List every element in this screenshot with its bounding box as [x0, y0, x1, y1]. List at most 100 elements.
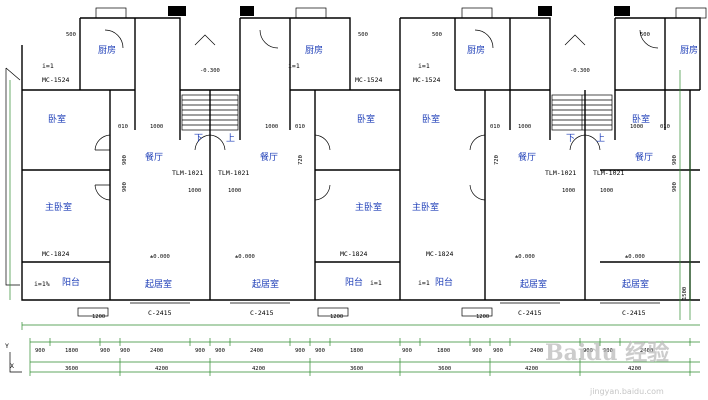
door-tag: TLM-1021: [593, 169, 624, 177]
elevation-tag: -0.300: [200, 68, 220, 74]
room-label-balcony: 阳台: [62, 276, 80, 288]
dimension-text: 1800: [65, 348, 78, 354]
dimension-text: 900: [120, 348, 130, 354]
watermark-brand: Baidu 经验: [545, 340, 669, 366]
stair-up-label: 上: [226, 133, 235, 144]
balcony-rail: [461, 307, 493, 317]
dimension-text: 900: [315, 348, 325, 354]
door-swing: [474, 29, 494, 49]
dimension-text: 2400: [150, 348, 163, 354]
dimension-text: 900: [100, 348, 110, 354]
dimension-text: 900: [295, 348, 305, 354]
room-label-master-bedroom: 主卧室: [355, 201, 382, 213]
dimension-text: 500: [358, 32, 368, 38]
room-label-master-bedroom: 主卧室: [45, 201, 72, 213]
slope-tag: i=1: [418, 279, 430, 287]
stair-down-label: 下: [566, 134, 575, 144]
chimney: [675, 7, 707, 19]
dimension-text: 900: [122, 182, 128, 192]
dimension-text: 010: [118, 124, 128, 130]
wall: [134, 60, 291, 140]
dimension-text: 4200: [628, 366, 641, 372]
room-label-living: 起居室: [622, 278, 649, 290]
balcony-rail: [317, 307, 349, 317]
slope-tag: i=1: [370, 279, 382, 287]
dimension-text: 2400: [250, 348, 263, 354]
dimension-text: 010: [295, 124, 305, 130]
slope-tag: i=1: [418, 62, 430, 70]
room-label-dining: 餐厅: [635, 151, 653, 163]
dimension-text: 900: [472, 348, 482, 354]
door-tag: TLM-1021: [545, 169, 576, 177]
dimension-text: 900: [122, 155, 128, 165]
wall: [399, 17, 551, 90]
dimension-text: 010: [490, 124, 500, 130]
dimension-text: 900: [583, 348, 593, 354]
dimension-text: 900: [215, 348, 225, 354]
dimension-text: 3600: [438, 366, 451, 372]
chimney-filled: [614, 6, 630, 16]
wall: [614, 17, 701, 90]
window-tag: MC-1524: [355, 76, 382, 84]
dimension-text: 1800: [437, 348, 450, 354]
dimension-text: 900: [493, 348, 503, 354]
window-tag: C-2415: [148, 309, 172, 317]
room-label-kitchen: 厨房: [305, 44, 323, 56]
dimension-text: 1200: [476, 314, 489, 320]
door-tag: TLM-1021: [218, 169, 249, 177]
slope-tag: i=1: [42, 62, 54, 70]
door-tag: TLM-1021: [172, 169, 203, 177]
door-swing: [259, 29, 279, 49]
dimension-text: 1000: [265, 124, 278, 130]
axis-arrow: [9, 352, 22, 373]
window-tag: C-2415: [518, 309, 542, 317]
slope-tag: i=1: [288, 62, 300, 70]
dimension-text: 010: [660, 124, 670, 130]
window-tag: MC-1824: [42, 250, 69, 258]
dimension-text: 1500: [682, 287, 688, 300]
dimension-text: 900: [603, 348, 613, 354]
chimney-filled: [240, 6, 254, 16]
room-label-dining: 餐厅: [260, 151, 278, 163]
window-tag: MC-1824: [426, 250, 453, 258]
room-label-bedroom: 卧室: [357, 113, 375, 125]
room-label-kitchen: 厨房: [98, 44, 116, 56]
dimension-text: 4200: [155, 366, 168, 372]
chimney: [295, 7, 327, 19]
door-swing: [194, 134, 226, 151]
dimension-text: 4200: [525, 366, 538, 372]
elevation-tag: ±0.000: [150, 254, 170, 260]
dimension-text: 1200: [330, 314, 343, 320]
wall: [109, 90, 691, 300]
room-label-bedroom: 卧室: [632, 113, 650, 125]
chimney: [461, 7, 493, 19]
outer-wall: [21, 45, 700, 301]
room-label-balcony: 阳台: [435, 276, 453, 288]
door-swing: [94, 184, 111, 201]
slope-tag: i=1%: [34, 280, 50, 288]
dimension-text: 1200: [92, 314, 105, 320]
elevation-tag: ±0.000: [235, 254, 255, 260]
elevation-tag: ±0.000: [515, 254, 535, 260]
staircase: [551, 94, 613, 131]
room-label-bedroom: 卧室: [48, 113, 66, 125]
dimension-text: 1000: [188, 188, 201, 194]
dimension-text: 1000: [518, 124, 531, 130]
balcony-rail: [77, 307, 109, 317]
dimension-text: 1000: [228, 188, 241, 194]
dimension-text: 3600: [350, 366, 363, 372]
wall: [239, 17, 351, 90]
window-tag: C-2415: [250, 309, 274, 317]
window-tag: C-2415: [622, 309, 646, 317]
wall: [79, 17, 181, 90]
watermark-url: jingyan.baidu.com: [589, 387, 664, 396]
elevation-tag: -0.300: [570, 68, 590, 74]
dimension-text: 1000: [630, 124, 643, 130]
dimension-text: 900: [402, 348, 412, 354]
axis-x-label: X: [10, 362, 14, 370]
door-swing: [469, 134, 486, 201]
room-label-kitchen: 厨房: [680, 44, 698, 56]
door-swing: [569, 134, 601, 151]
